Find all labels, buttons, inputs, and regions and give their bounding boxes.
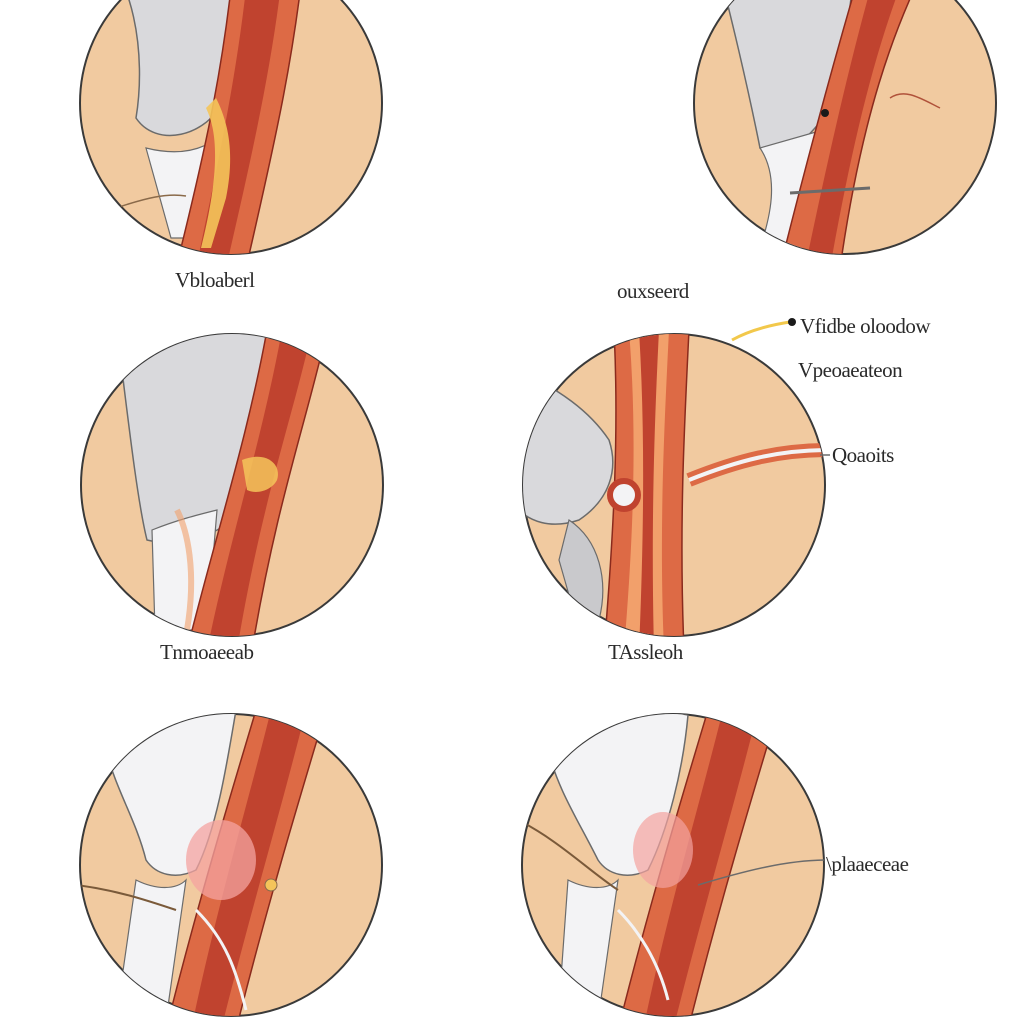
knee-joint-illustration bbox=[522, 333, 826, 637]
knee-joint-illustration bbox=[79, 713, 383, 1017]
knee-joint-illustration bbox=[80, 333, 384, 637]
callout-top-right-2: Vpeoaeateon bbox=[798, 358, 903, 382]
callout-top-right-1: Vfidbe oloodow bbox=[800, 314, 931, 338]
label-top-right: ouxseerd bbox=[617, 279, 689, 303]
panel-bottom-left bbox=[76, 710, 386, 1020]
label-top-left: Vbloaberl bbox=[175, 268, 255, 292]
panel-middle-left bbox=[77, 330, 387, 640]
knee-joint-illustration bbox=[521, 713, 825, 1017]
knee-joint-illustration bbox=[79, 0, 383, 255]
panel-bottom-right bbox=[518, 710, 828, 1020]
knee-joint-illustration bbox=[693, 0, 997, 255]
callout-bottom-right-1: \plaaeceae bbox=[826, 852, 909, 876]
label-middle-right: TAssleoh bbox=[608, 640, 683, 664]
label-middle-left: Tnmoaeeab bbox=[160, 640, 254, 664]
panel-top-left bbox=[76, 0, 386, 258]
panel-top-right bbox=[690, 0, 1000, 258]
panel-middle-right bbox=[519, 330, 829, 640]
callout-middle-right-1: Qoaoits bbox=[832, 443, 894, 467]
